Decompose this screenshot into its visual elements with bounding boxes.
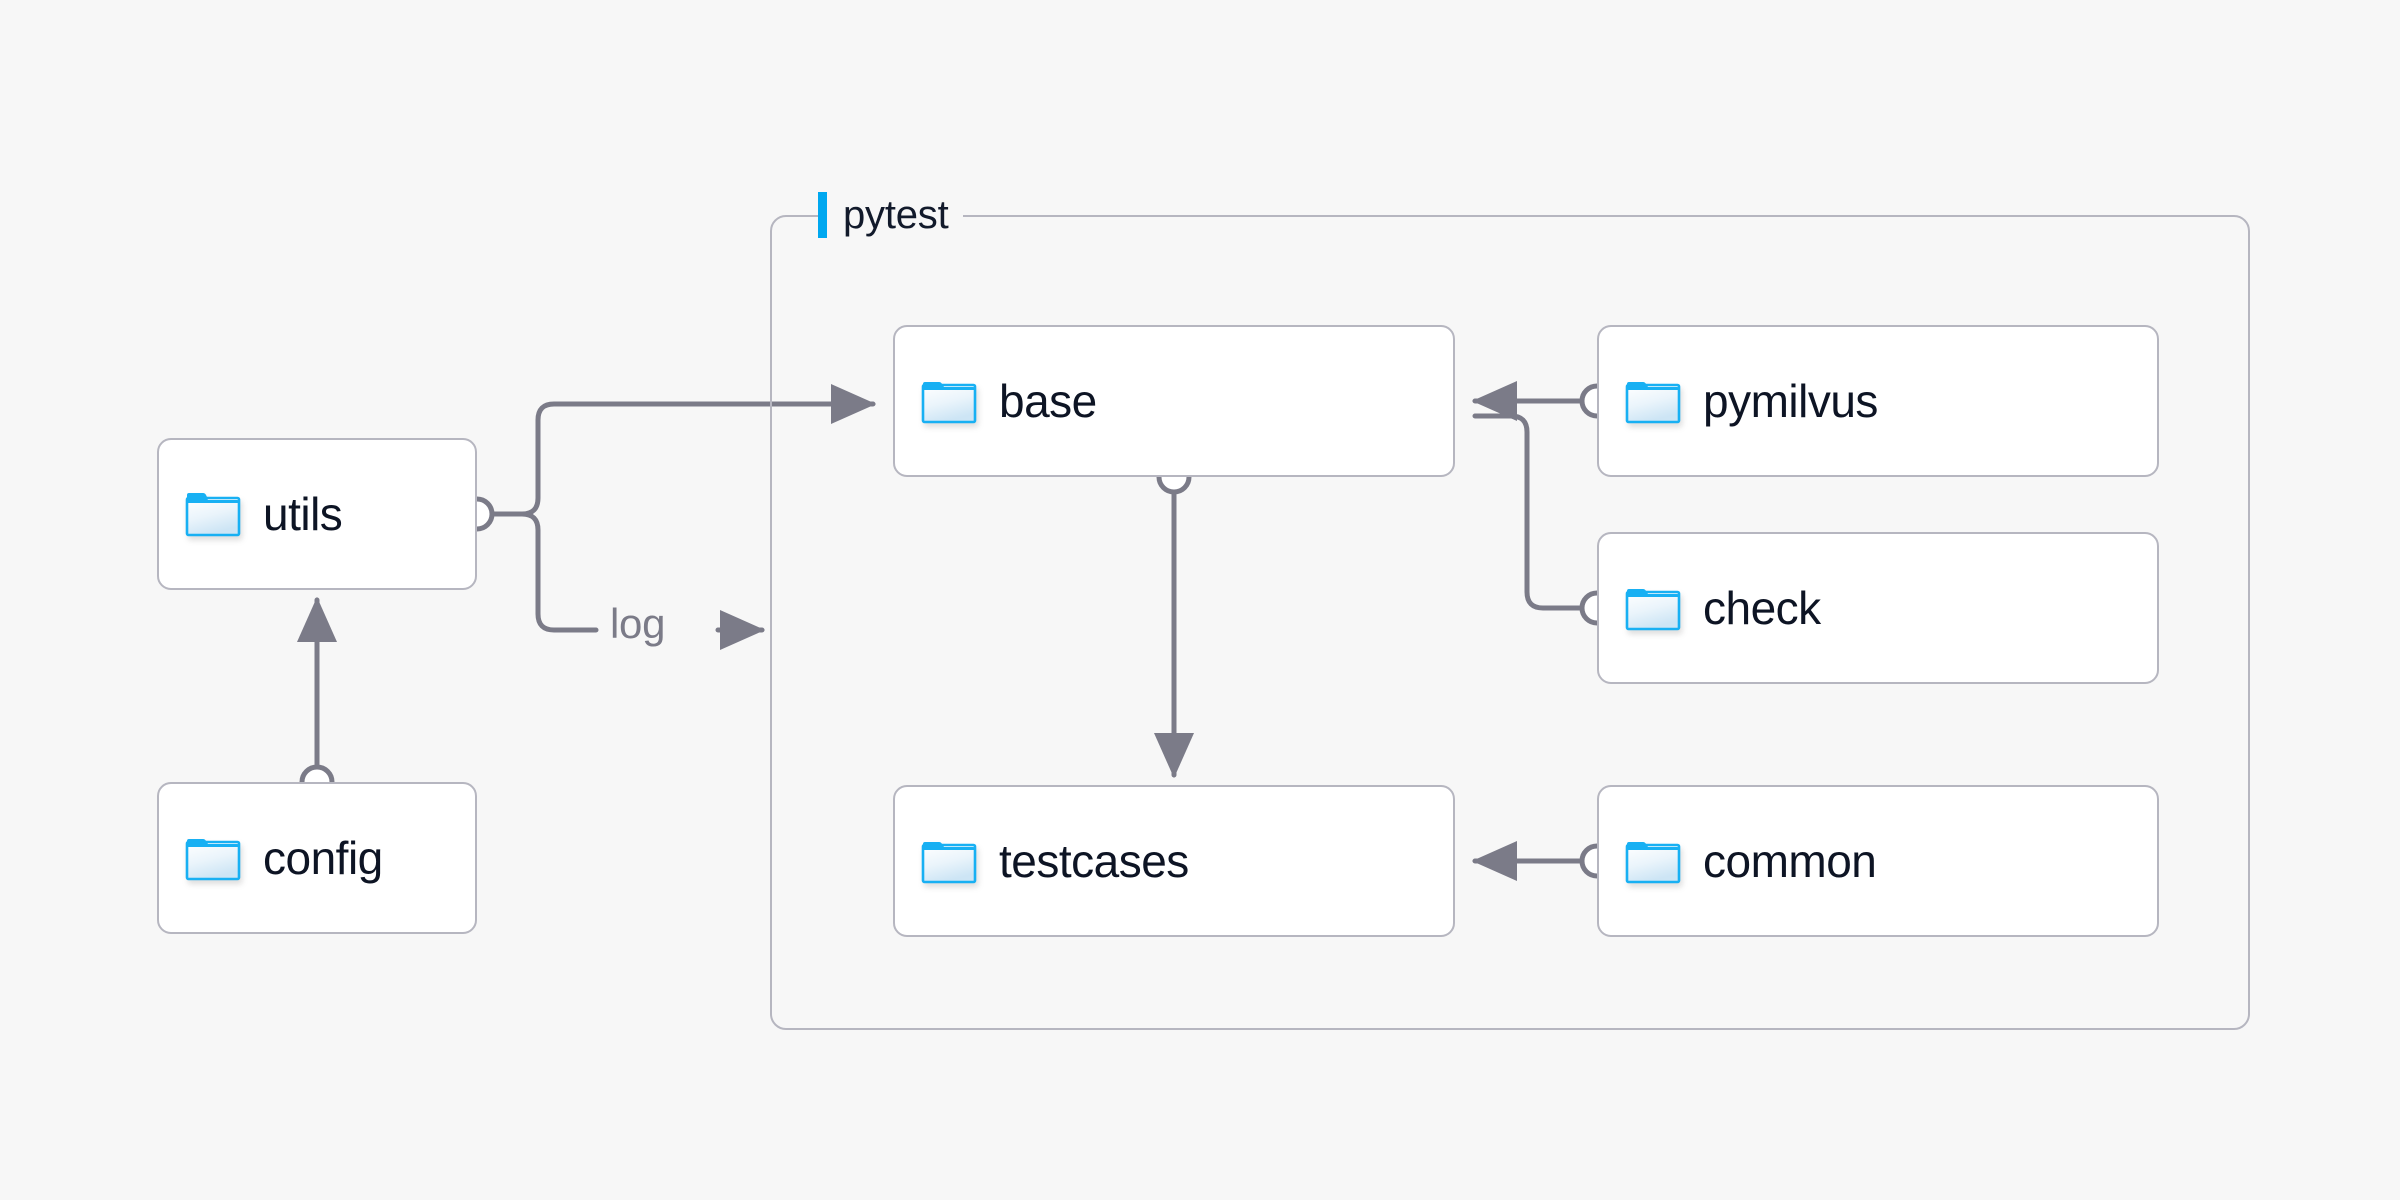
node-label: check bbox=[1703, 582, 1821, 634]
node-check[interactable]: check bbox=[1597, 532, 2159, 684]
group-frame-pytest bbox=[770, 215, 2250, 1030]
node-label: testcases bbox=[999, 835, 1189, 887]
node-config[interactable]: config bbox=[157, 782, 477, 934]
folder-icon bbox=[1625, 585, 1681, 631]
node-label: base bbox=[999, 375, 1097, 427]
node-common[interactable]: common bbox=[1597, 785, 2159, 937]
node-label: utils bbox=[263, 488, 343, 540]
node-label: config bbox=[263, 832, 383, 884]
node-pymilvus[interactable]: pymilvus bbox=[1597, 325, 2159, 477]
edge-label-log: log bbox=[600, 600, 676, 648]
folder-icon bbox=[185, 491, 241, 537]
folder-icon bbox=[921, 378, 977, 424]
node-utils[interactable]: utils bbox=[157, 438, 477, 590]
folder-icon bbox=[185, 835, 241, 881]
folder-icon bbox=[1625, 838, 1681, 884]
group-accent-bar-icon bbox=[818, 192, 827, 238]
group-label-text: pytest bbox=[843, 192, 949, 237]
group-label-pytest: pytest bbox=[818, 187, 963, 243]
node-label: common bbox=[1703, 835, 1877, 887]
folder-icon bbox=[1625, 378, 1681, 424]
node-base[interactable]: base bbox=[893, 325, 1455, 477]
node-label: pymilvus bbox=[1703, 375, 1878, 427]
node-testcases[interactable]: testcases bbox=[893, 785, 1455, 937]
folder-icon bbox=[921, 838, 977, 884]
